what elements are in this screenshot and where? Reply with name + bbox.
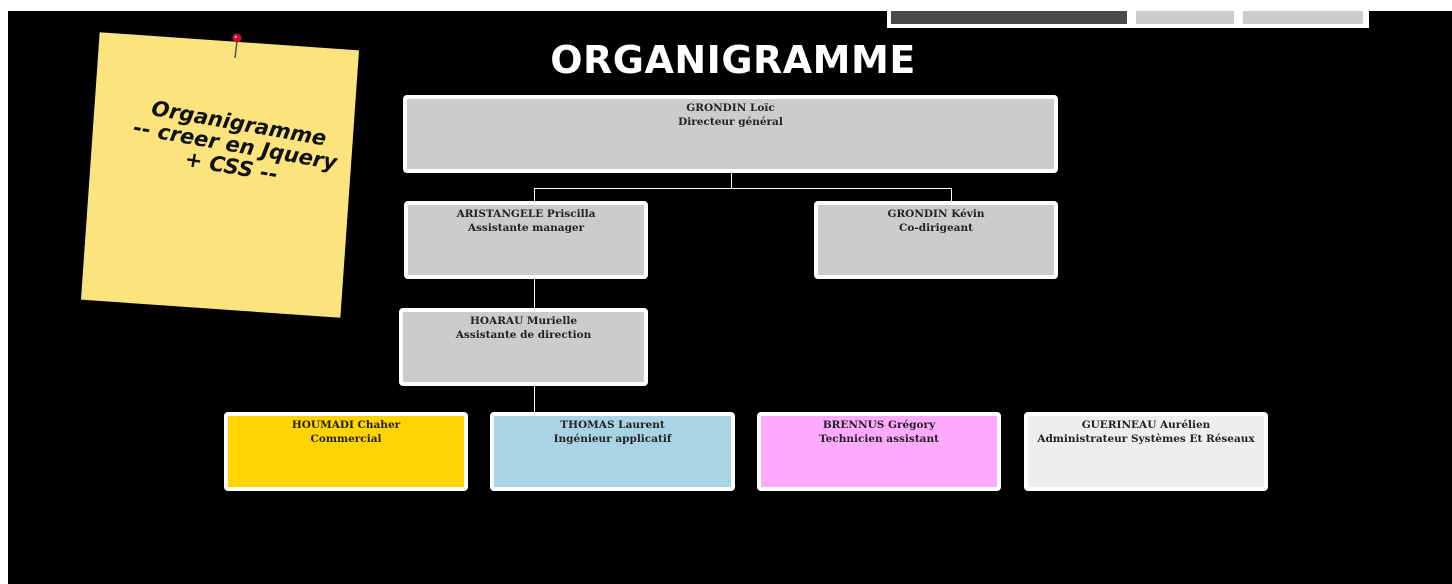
menu-tab-2[interactable] [1136,11,1234,24]
node-name: THOMAS Laurent [560,419,665,431]
org-node-ceo[interactable]: GRONDIN Loïc Directeur général [403,95,1058,173]
connector-line [731,172,732,189]
org-node-houmadi[interactable]: HOUMADI Chaher Commercial [224,412,468,491]
menu-tab-1[interactable] [891,11,1127,24]
node-name: GRONDIN Loïc [686,102,775,114]
node-name: ARISTANGELE Priscilla [456,208,596,220]
connector-line [534,386,535,414]
node-name: GRONDIN Kévin [887,208,985,220]
node-role: Ingénieur applicatif [553,433,672,445]
node-role: Administrateur Systèmes Et Réseaux [1037,433,1255,445]
org-node-thomas[interactable]: THOMAS Laurent Ingénieur applicatif [490,412,735,491]
org-node-hoarau[interactable]: HOARAU Murielle Assistante de direction [399,308,648,386]
node-name: BRENNUS Grégory [822,419,936,431]
node-name: HOUMADI Chaher [291,419,401,431]
node-role: Directeur général [678,116,783,128]
sticky-note: Organigramme -- creer en Jquery + CSS -- [80,32,360,318]
node-role: Assistante manager [467,222,585,234]
connector-line [534,188,952,189]
org-node-aristangele[interactable]: ARISTANGELE Priscilla Assistante manager [404,201,648,279]
menu-tab-3[interactable] [1243,11,1363,24]
connector-line [534,279,535,310]
node-role: Assistante de direction [455,329,592,341]
top-menu-bar [887,11,1369,28]
node-role: Co-dirigeant [899,222,973,234]
node-role: Technicien assistant [819,433,939,445]
connector-line [951,188,952,203]
canvas: ORGANIGRAMME Organigramme -- creer en Jq… [8,11,1452,584]
org-node-brennus[interactable]: BRENNUS Grégory Technicien assistant [757,412,1001,491]
push-pin-icon [232,33,242,59]
node-name: GUERINEAU Aurélien [1081,419,1211,431]
org-node-guerineau[interactable]: GUERINEAU Aurélien Administrateur Systèm… [1024,412,1268,491]
node-role: Commercial [310,433,382,445]
org-node-grondin-kevin[interactable]: GRONDIN Kévin Co-dirigeant [814,201,1058,279]
sticky-note-text: Organigramme -- creer en Jquery + CSS -- [126,94,344,195]
node-name: HOARAU Murielle [469,315,577,327]
connector-line [534,188,535,203]
page-title: ORGANIGRAMME [550,38,916,82]
